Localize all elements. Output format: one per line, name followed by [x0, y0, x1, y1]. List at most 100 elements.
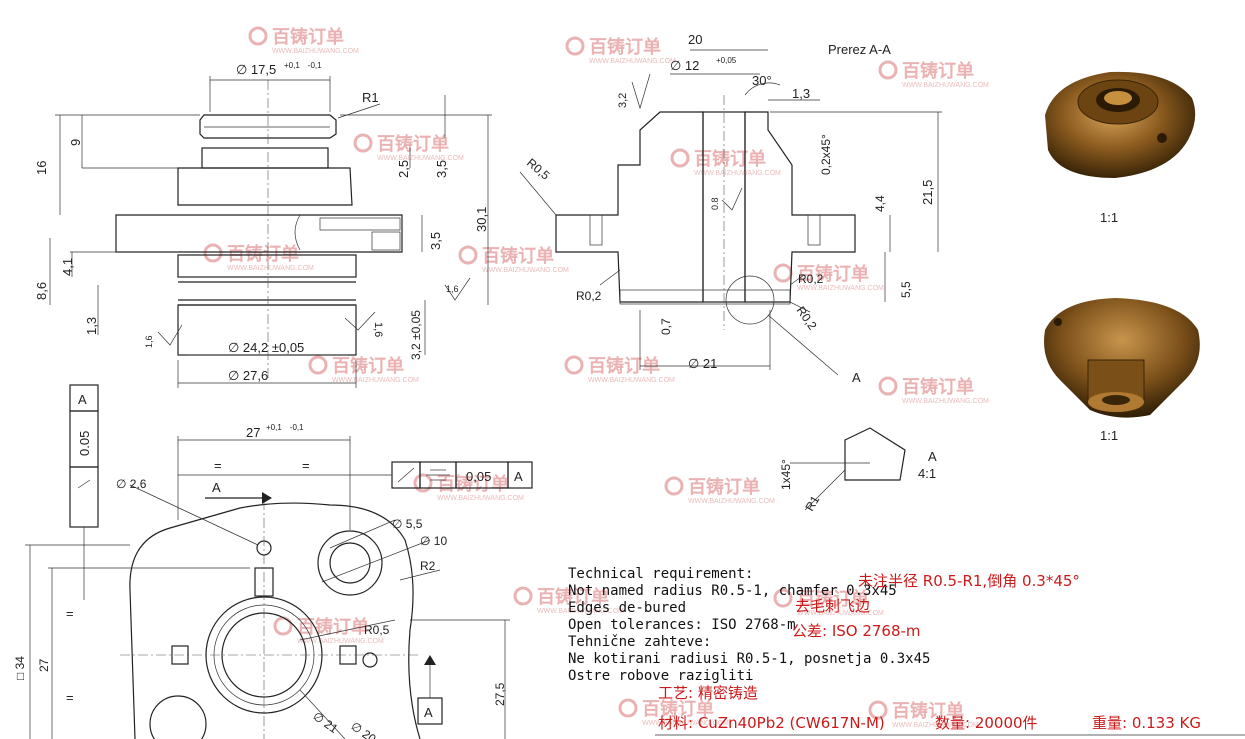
dim-w27: 27	[246, 425, 260, 440]
dim-r0-5-plan: R0,5	[364, 623, 390, 637]
dim-d21-section: ∅ 21	[688, 356, 717, 371]
dim-d5-5: ∅ 5,5	[392, 517, 423, 531]
dim-d2-6: ∅ 2,6	[116, 477, 147, 491]
watermark-brand: 百铸订单	[227, 243, 299, 265]
render-photo-bottom: 1:1	[1044, 298, 1200, 443]
watermark-brand: 百铸订单	[588, 355, 660, 377]
watermark-logo: 百铸订单 WWW.BAIZHUWANG.COM	[513, 586, 624, 615]
render-photo-top: 1:1	[1045, 71, 1196, 225]
dim-d27-6: ∅ 27,6	[228, 368, 268, 383]
note-cn-radius: 未注半径 R0.5-R1,倒角 0.3*45°	[858, 572, 1080, 590]
watermark-logo: 百铸订单 WWW.BAIZHUWANG.COM	[773, 263, 884, 292]
watermark-brand: 百铸订单	[694, 148, 766, 170]
note-cn-deburr: 去毛刺飞边	[795, 597, 870, 615]
dim-eq-v1: =	[66, 606, 74, 621]
dim-r0-2-a: R0,2	[576, 289, 602, 303]
watermark-url: WWW.BAIZHUWANG.COM	[902, 398, 989, 405]
roughness-1-6-b: 1,6	[372, 322, 384, 337]
watermark-logo: 百铸订单 WWW.BAIZHUWANG.COM	[670, 148, 781, 177]
detail-radius: R1	[802, 493, 822, 514]
dim-h21-5: 21,5	[920, 180, 935, 205]
dim-r0-2-c: R0,2	[794, 304, 820, 333]
dim-w27-tol: +0,1 -0,1	[266, 423, 304, 432]
detail-callout-a: A	[852, 370, 861, 385]
watermark-url: WWW.BAIZHUWANG.COM	[797, 285, 884, 292]
watermark-brand: 百铸订单	[332, 355, 404, 377]
watermark-logo: 百铸订单 WWW.BAIZHUWANG.COM	[308, 355, 419, 384]
note-line-6: Ne kotirani radiusi R0.5-1, posnetja 0.3…	[568, 651, 930, 667]
technical-notes: Technical requirement: Not named radius …	[568, 566, 1080, 684]
dim-h27-5: 27,5	[493, 682, 507, 706]
dim-h8-6: 8,6	[34, 282, 49, 300]
roughness-0-8: 0.8	[710, 197, 720, 210]
watermark-logo: 百铸订单 WWW.BAIZHUWANG.COM	[458, 245, 569, 274]
dim-h4-4: 4,4	[873, 195, 887, 212]
dim-eq-1: =	[214, 458, 222, 473]
watermark-brand: 百铸订单	[797, 588, 869, 610]
watermark-url: WWW.BAIZHUWANG.COM	[688, 498, 775, 505]
dim-h0-7: 0,7	[659, 318, 673, 335]
datum-a: A	[424, 705, 433, 720]
dim-d17-5: ∅ 17,5	[236, 62, 276, 77]
watermark-brand: 百铸订单	[377, 133, 449, 155]
dim-r0-2-b: R0,2	[798, 272, 824, 286]
watermark-url: WWW.BAIZHUWANG.COM	[537, 608, 624, 615]
watermark-url: WWW.BAIZHUWANG.COM	[297, 638, 384, 645]
watermark-brand: 百铸订单	[797, 263, 869, 285]
watermark-url: WWW.BAIZHUWANG.COM	[589, 58, 676, 65]
watermark-brand: 百铸订单	[272, 26, 344, 48]
note-line-2: Not named radius R0.5-1, chamfer 0.3x45	[568, 583, 897, 599]
watermark-url: WWW.BAIZHUWANG.COM	[272, 48, 359, 55]
dim-h3-2: 3,2 ±0,05	[409, 310, 423, 360]
watermark-url: WWW.BAIZHUWANG.COM	[892, 722, 979, 729]
dim-d17-5-tol: +0,1 -0,1	[284, 61, 322, 70]
watermark-logo: 百铸订单 WWW.BAIZHUWANG.COM	[878, 376, 989, 405]
dim-chamfer-0-2: 0,2x45°	[819, 134, 833, 175]
plan-view: 27 +0,1 -0,1 = = A A 0.05 0,05 A ∅ 2,6 ∅…	[13, 384, 533, 739]
note-line-3: Edges de-bured	[568, 600, 686, 616]
watermark-url: WWW.BAIZHUWANG.COM	[902, 82, 989, 89]
watermark-url: WWW.BAIZHUWANG.COM	[797, 610, 884, 617]
dim-h1-3: 1,3	[84, 317, 99, 335]
dim-r0-5: R0,5	[524, 156, 553, 183]
dim-h16: 16	[34, 161, 49, 175]
watermark-brand: 百铸订单	[297, 616, 369, 638]
section-view-a-a: Prerez A-A A 20 ∅ 12 +0,05 30° 1,3 3,2 R…	[519, 32, 942, 385]
dim-h5-5: 5,5	[899, 281, 913, 298]
watermark-logo: 百铸订单 WWW.BAIZHUWANG.COM	[878, 60, 989, 89]
dim-square-34: □ 34	[13, 656, 27, 680]
detail-view-a: 1x45° R1 A 4:1	[779, 427, 937, 514]
note-line-7: Ostre robove razigliti	[568, 668, 753, 684]
photo-top-scale: 1:1	[1100, 210, 1118, 225]
detail-scale: 4:1	[918, 466, 936, 481]
watermark-brand: 百铸订单	[902, 376, 974, 398]
watermark-brand: 百铸订单	[537, 586, 609, 608]
roughness-3-2: 3,2	[617, 93, 629, 108]
note-line-5: Tehnične zahteve:	[568, 634, 711, 650]
section-title: Prerez A-A	[828, 42, 891, 57]
section-arrow-a: A	[212, 480, 221, 495]
watermark-url: WWW.BAIZHUWANG.COM	[227, 265, 314, 272]
dim-eq-v2: =	[66, 690, 74, 705]
dim-d21-plan: ∅ 21	[310, 709, 341, 736]
watermark-brand: 百铸订单	[482, 245, 554, 267]
dim-h27: 27	[37, 658, 51, 672]
watermark-logo: 百铸订单 WWW.BAIZHUWANG.COM	[413, 473, 524, 502]
watermark-logo: 百铸订单 WWW.BAIZHUWANG.COM	[565, 36, 676, 65]
note-cn-tolerance: 公差: ISO 2768-m	[792, 622, 921, 640]
footer-process: 工艺: 精密铸造	[658, 684, 758, 702]
dim-h3-5b: 3,5	[428, 232, 443, 250]
dim-h2-5: 2,5	[396, 160, 411, 178]
dim-d20: ∅ 20	[348, 719, 379, 739]
dim-d24-2: ∅ 24,2 ±0,05	[228, 340, 304, 355]
watermark-brand: 百铸订单	[902, 60, 974, 82]
dim-h3-5a: 3,5	[434, 160, 449, 178]
dim-w20: 20	[688, 32, 702, 47]
watermark-brand: 百铸订单	[437, 473, 509, 495]
note-line-4: Open tolerances: ISO 2768-m	[568, 617, 796, 633]
watermark-url: WWW.BAIZHUWANG.COM	[482, 267, 569, 274]
photo-bottom-scale: 1:1	[1100, 428, 1118, 443]
roughness-1-6-c: 1,6	[144, 335, 154, 348]
dim-h9: 9	[68, 139, 83, 146]
roughness-1-6-a: 1,6	[446, 284, 459, 294]
